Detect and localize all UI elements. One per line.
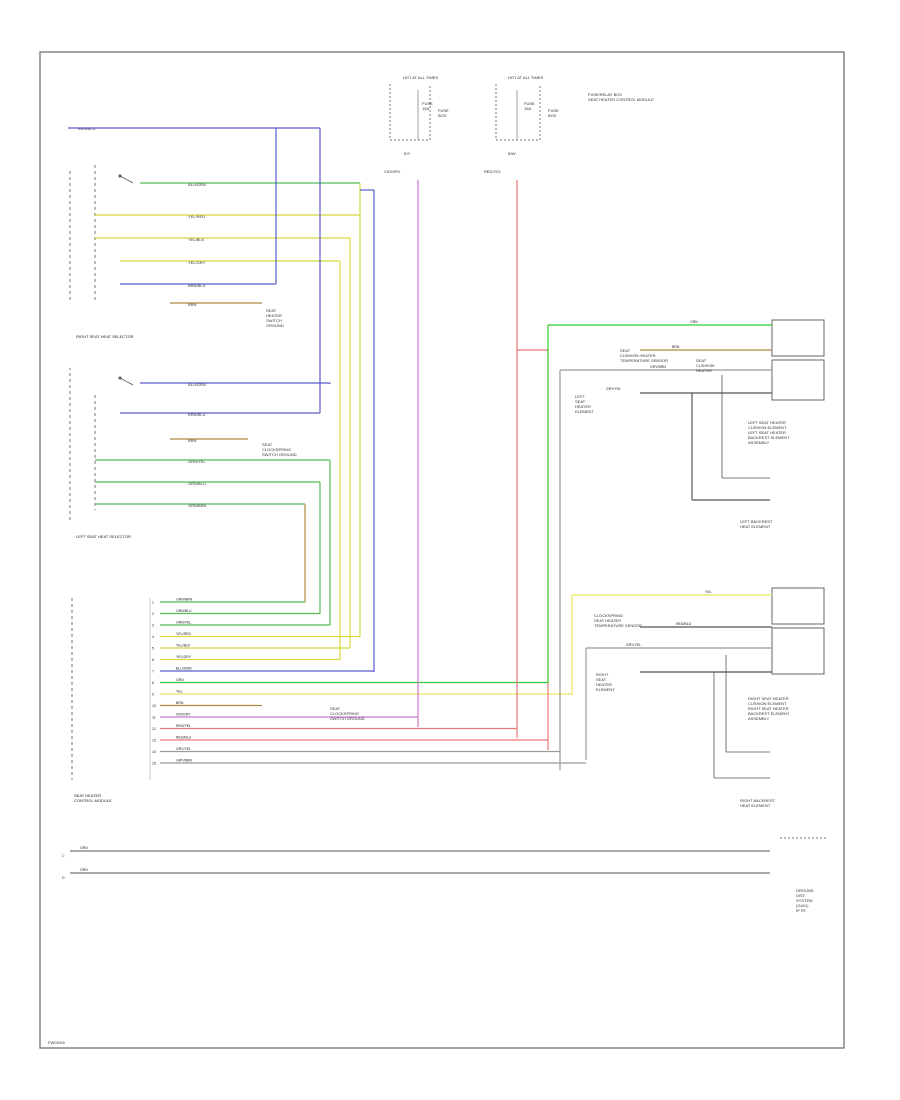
cm-pin-number: 11: [152, 716, 156, 720]
rh-wire-2: GRY/YEL: [626, 643, 641, 647]
cm-pin-number: 2: [152, 612, 154, 616]
ground-bus-letter-1: C: [62, 854, 65, 858]
ls-wire-1: BRN/BLU: [188, 412, 205, 417]
lh-wire-4: GRY/YEL: [606, 387, 621, 391]
rh-wire-0: YEL: [705, 590, 712, 594]
cm-pin-number: 3: [152, 624, 154, 628]
cm-pin-number: 7: [152, 670, 154, 674]
gb-wire-1: GRN: [80, 868, 88, 872]
cm-pin-code: BLU/GRN: [176, 667, 192, 671]
ls-wire-0: BLU/GRN: [188, 382, 206, 387]
left-heater-backrest-box: [771, 359, 825, 401]
left-heater-cushion-box: [771, 319, 825, 357]
cm-pin-code: YEL/BLK: [176, 644, 191, 648]
cm-pin-code: GRY/BRN: [176, 759, 192, 763]
right-selector-label: RIGHT SEAT HEAT SELECTOR: [76, 334, 134, 339]
rs-wire-4: YEL/GRY: [188, 260, 206, 265]
right-seat-heat-selector: BRN/BLU BLU/GRN YEL/RED YEL/BLK YEL/GRY …: [68, 126, 360, 339]
ls-wire-4: GRN/BLU: [188, 481, 206, 486]
rs-wire-6: BRN: [188, 302, 197, 307]
rs-wire-2: YEL/RED: [188, 214, 205, 219]
control-module-pins: 1 GRN/BRN 2 GRN/BLU 3 GRN/YEL 4 YEL/RED 5 YEL/BLK…: [152, 598, 586, 766]
ls-wire-3: GRN/YEL: [188, 459, 206, 464]
cm-pin-number: 6: [152, 658, 154, 662]
cm-pin-number: 10: [152, 704, 156, 708]
ls-wire-2: BRN: [188, 438, 197, 443]
rh-wire-1: RED/BLU: [676, 622, 692, 626]
lh-wire-3: GRY/BRN: [650, 365, 666, 369]
rs-wire-5: BRN/BLU: [188, 283, 205, 288]
cm-pin-code: GRN/YEL: [176, 621, 191, 625]
cm-pin-number: 13: [152, 739, 156, 743]
cm-pin-number: 1: [152, 601, 154, 605]
cm-pin-code: GRY/YEL: [176, 747, 191, 751]
lh-wire-0: GRN: [690, 320, 698, 324]
cm-pin-number: 15: [152, 762, 156, 766]
diagram-frame: [39, 51, 845, 1049]
fuse-left-title: HOT AT ALL TIMES: [403, 75, 438, 80]
gb-wire-0: GRN: [80, 846, 88, 850]
cm-pin-code: YEL/GRY: [176, 655, 192, 659]
cm-pin-number: 14: [152, 750, 156, 754]
cm-pin-number: 12: [152, 727, 156, 731]
cm-pin-code: GRN/BRN: [176, 598, 193, 602]
fuse-right-wire: RED/YEL: [484, 169, 502, 174]
cm-pin-code: VIO/GRY: [176, 713, 191, 717]
cm-pin-code: GRN/BLU: [176, 609, 192, 613]
right-heater-backrest-box: [771, 627, 825, 675]
fuse-left-pin: E/Y: [404, 151, 411, 156]
ground-bus-letter-2: D: [62, 876, 65, 880]
trunk-wires: [304, 128, 587, 770]
cm-pin-code: YEL/RED: [176, 632, 191, 636]
left-selector-label: LEFT SEAT HEAT SELECTOR: [76, 534, 131, 539]
cm-pin-code: RED/BLU: [176, 736, 192, 740]
ls-wire-5: GRN/BRN: [188, 503, 207, 508]
cm-pin-code: RED/YEL: [176, 724, 191, 728]
cm-pin-number: 8: [152, 681, 154, 685]
page-code: FW09/D5: [48, 1040, 66, 1045]
cm-pin-number: 5: [152, 647, 154, 651]
cm-pin-code: YEL: [176, 690, 183, 694]
lh-wire-1: BRN: [672, 345, 680, 349]
right-heater-cushion-box: [771, 587, 825, 625]
fuse-right-pin: B/W: [508, 151, 516, 156]
cm-pin-number: 4: [152, 635, 154, 639]
fuse-left-wire: VIO/GRY: [384, 169, 401, 174]
fuse-right-title: HOT AT ALL TIMES: [508, 75, 543, 80]
cm-pin-number: 9: [152, 693, 154, 697]
rs-wire-3: YEL/BLK: [188, 237, 205, 242]
rs-wire-1: BLU/GRN: [188, 182, 206, 187]
cm-pin-code: GRN: [176, 678, 184, 682]
cm-pin-code: BRN: [176, 701, 184, 705]
